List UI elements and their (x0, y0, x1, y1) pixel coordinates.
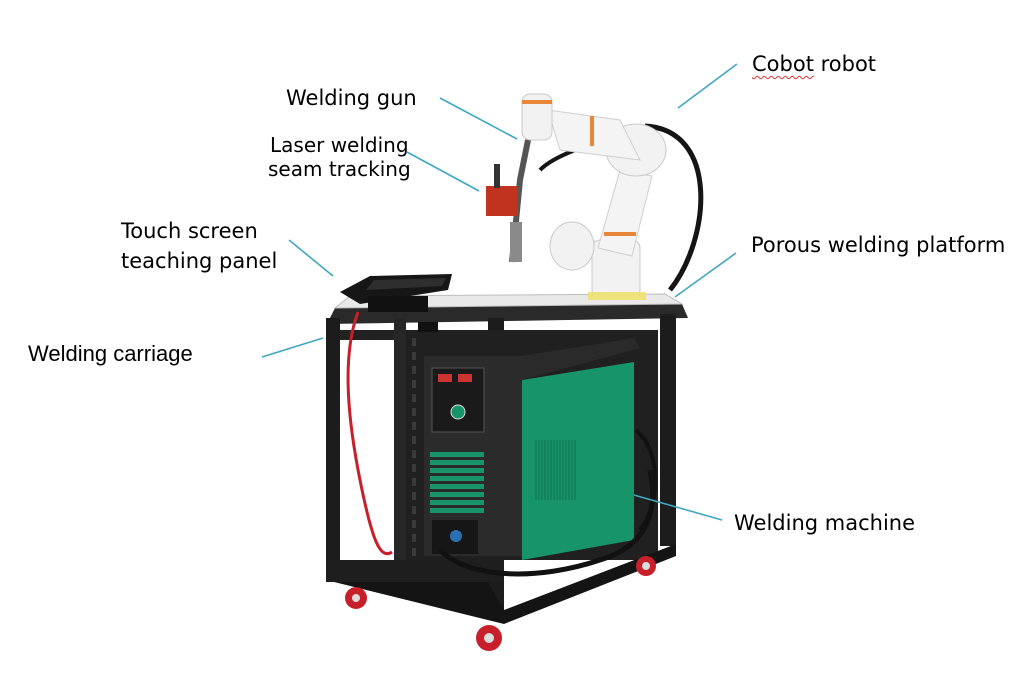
panel-screen (366, 278, 446, 290)
perforation-slot (412, 338, 416, 346)
cart-bottom-plate (326, 544, 676, 624)
label-welding-machine: Welding machine (734, 511, 916, 535)
leader-welding-machine (633, 494, 723, 521)
leader-welding-gun (439, 97, 518, 140)
vent-slat (430, 460, 484, 465)
robot-base-plate (588, 292, 646, 300)
control-knob (450, 404, 466, 420)
leader-welding-carriage (261, 337, 324, 358)
label-cobot-word: Cobot (752, 52, 814, 76)
leader-touch-panel (288, 239, 334, 277)
label-cobot-robot: Cobot robot (752, 52, 876, 76)
vent-slat (430, 476, 484, 481)
perforation-slot (412, 506, 416, 514)
robot-wrist (521, 93, 553, 141)
machine-green-side (522, 362, 634, 560)
sensor-mount (494, 164, 500, 188)
label-cobot-rest: robot (813, 52, 877, 76)
vent-slat (430, 492, 484, 497)
label-laser-line1: Laser welding (270, 133, 409, 157)
perforation-slot (412, 422, 416, 430)
label-laser-seam-tracking: Laser welding seam tracking (268, 133, 411, 181)
robot-lower-arm (597, 169, 653, 257)
vent-slat (430, 500, 484, 505)
leader-lines (261, 63, 738, 521)
label-laser-line2: seam tracking (268, 157, 411, 181)
perforation-slot (412, 520, 416, 528)
perforation-slot (412, 408, 416, 416)
laser-seam-tracking-sensor (486, 186, 518, 216)
casters (345, 556, 656, 651)
red-power-cable (346, 311, 393, 556)
machine-top (522, 338, 640, 380)
perforation-slot (412, 464, 416, 472)
leader-porous-platform (674, 252, 737, 298)
vent-slat (430, 508, 484, 513)
welding-machine (424, 338, 640, 560)
torch-nozzle (510, 222, 522, 262)
robot-joint-2 (549, 221, 595, 271)
label-touch-screen-panel: Touch screen teaching panel (121, 219, 277, 273)
label-touch-line2: teaching panel (121, 249, 278, 273)
machine-vent-grille (430, 452, 484, 513)
label-porous-welding-platform: Porous welding platform (751, 233, 1006, 257)
cobot-robot (486, 93, 704, 300)
leader-laser-tracking (406, 151, 480, 192)
side-vent-lines (535, 440, 576, 500)
perforation-slot (412, 352, 416, 360)
welding-cable-loop (634, 428, 658, 532)
label-touch-line1: Touch screen (121, 219, 258, 243)
perforation-slot (412, 492, 416, 500)
perforation-slot (412, 394, 416, 402)
cart-side-bar (340, 330, 394, 340)
perforation-pattern (412, 338, 416, 556)
cable-connector (450, 530, 462, 542)
joint-accent-1 (522, 100, 552, 104)
vent-slat (430, 484, 484, 489)
perforation-slot (412, 548, 416, 556)
panel-stand (368, 296, 428, 312)
label-welding-gun: Welding gun (286, 86, 417, 110)
vent-slat (430, 452, 484, 457)
robot-cable-hose (644, 123, 704, 292)
cart-leg-back-left (394, 318, 406, 576)
perforation-slot (412, 534, 416, 542)
joint-accent-3 (604, 232, 636, 236)
joint-accent-2 (590, 116, 594, 146)
power-switch (418, 322, 438, 332)
perforation-slot (412, 450, 416, 458)
leader-cobot (677, 63, 738, 109)
touch-screen-teaching-panel (340, 274, 452, 312)
label-welding-carriage: Welding carriage (28, 341, 193, 366)
perforation-slot (412, 436, 416, 444)
cart-leg-front-left (326, 318, 340, 580)
perforation-slot (412, 478, 416, 486)
vent-slat (430, 468, 484, 473)
cart-leg-back-right (660, 314, 676, 546)
display-left (438, 374, 452, 382)
perforation-slot (412, 366, 416, 374)
perforation-slot (412, 380, 416, 388)
display-right (458, 374, 472, 382)
